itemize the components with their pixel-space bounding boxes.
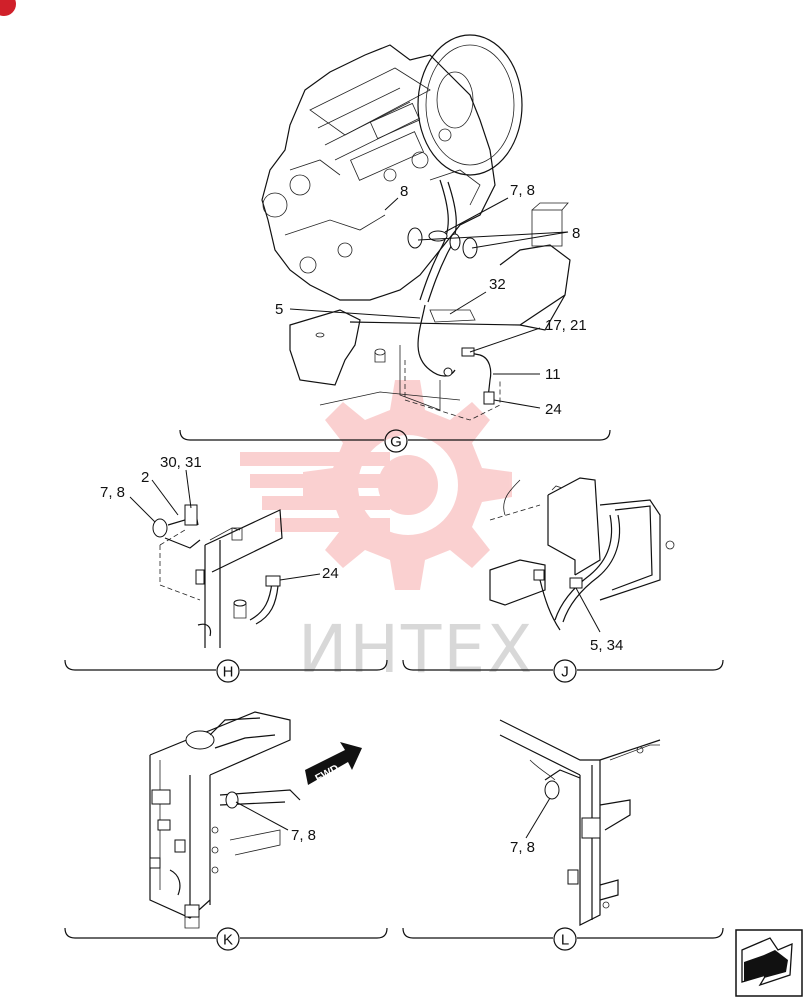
view-j-bracket: J [402, 659, 724, 683]
view-g-leaders [289, 197, 569, 409]
view-label-l: L [561, 932, 569, 949]
view-h-callouts: 30, 31 2 7, 8 24 [100, 454, 339, 582]
view-j-illustration [489, 477, 675, 631]
callout-g-8-left: 8 [400, 183, 408, 200]
callout-g-17-21: 17, 21 [545, 317, 587, 334]
watermark-text: ИНТЕХ [298, 611, 534, 688]
callout-h-30-31: 30, 31 [160, 454, 202, 471]
view-label-g: G [390, 434, 402, 451]
callout-g-11: 11 [545, 366, 561, 383]
view-j-leaders [575, 587, 601, 633]
callout-g-24: 24 [545, 401, 562, 418]
view-k-bracket: K [64, 927, 388, 951]
view-label-k: K [223, 932, 233, 949]
callout-h-7-8: 7, 8 [100, 484, 125, 501]
fwd-direction-arrow: FWD [305, 742, 362, 785]
view-label-h: H [223, 664, 234, 681]
callout-g-32: 32 [489, 276, 506, 293]
view-k-illustration [149, 711, 301, 929]
callout-g-7-8: 7, 8 [510, 182, 535, 199]
callout-g-5: 5 [275, 301, 283, 318]
callout-h-24: 24 [322, 565, 339, 582]
view-j-callouts: 5, 34 [590, 637, 623, 654]
view-l-bracket: L [402, 927, 724, 951]
callout-j-5-34: 5, 34 [590, 637, 623, 654]
callout-l-7-8: 7, 8 [510, 839, 535, 856]
view-l-callouts: 7, 8 [510, 839, 535, 856]
view-g-callouts: 7, 8 8 8 32 5 17, 21 11 24 [275, 182, 587, 418]
callout-h-2: 2 [141, 469, 149, 486]
view-k-leaders [235, 801, 289, 831]
view-g-bracket: G [179, 429, 611, 453]
view-h-bracket: H [64, 659, 388, 683]
watermark-logo [240, 380, 512, 590]
callout-k-7-8: 7, 8 [291, 827, 316, 844]
page-marker [0, 0, 16, 16]
callout-g-8-right: 8 [572, 225, 580, 242]
view-h-illustration [152, 504, 283, 648]
view-label-j: J [561, 664, 569, 681]
view-l-illustration [499, 719, 661, 926]
view-g-illustration [261, 34, 571, 421]
view-l-leaders [525, 797, 551, 839]
next-page-arrow-icon[interactable] [735, 929, 803, 997]
view-k-callouts: 7, 8 [291, 827, 316, 844]
view-h-leaders [129, 469, 321, 581]
